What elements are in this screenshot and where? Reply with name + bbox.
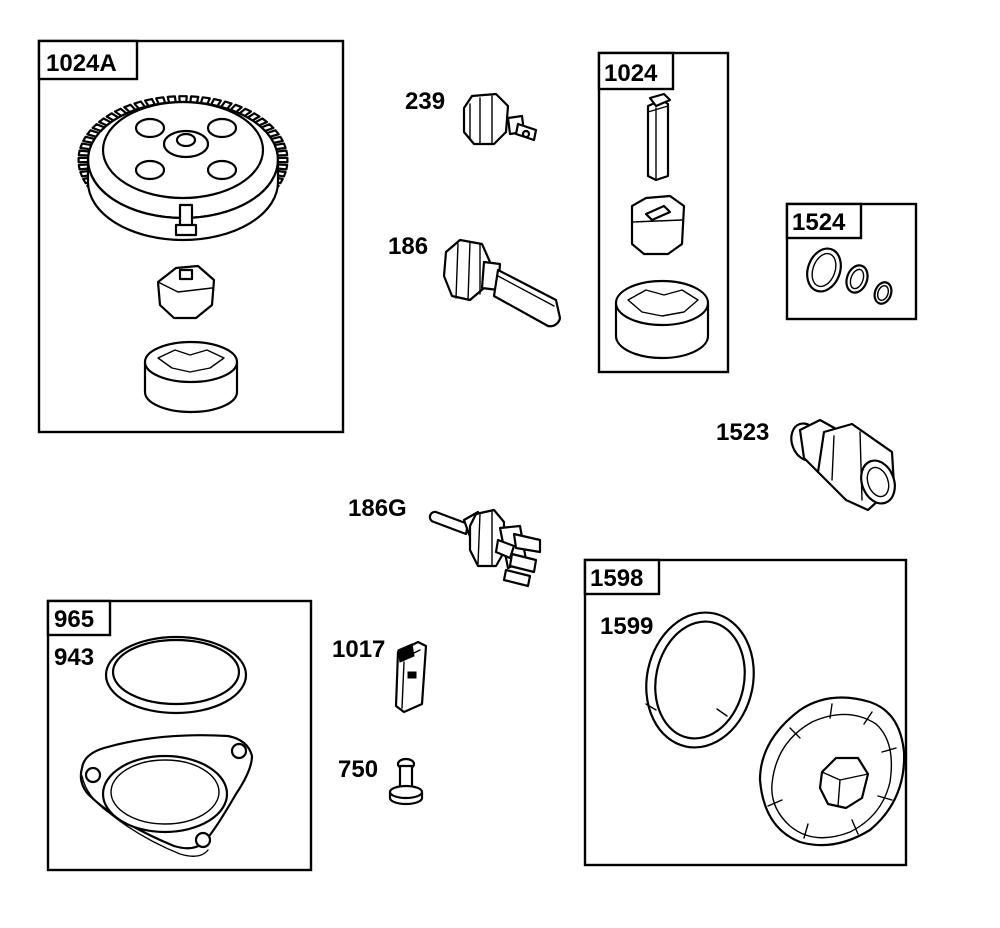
part-1017-label: 1017 <box>332 636 385 663</box>
filter-ring-1599 <box>645 611 755 749</box>
kit-1524-tag <box>785 202 863 240</box>
kit-1598: 1598 1599 <box>583 558 908 867</box>
kit-1024a-label: 1024A <box>46 50 117 77</box>
outer-rotor <box>143 340 239 414</box>
kit-1524: 1524 <box>785 202 918 321</box>
gear-tooth <box>82 135 96 144</box>
o-ring-small <box>873 281 893 305</box>
part-943-label: 943 <box>54 644 94 671</box>
gear-tooth <box>77 149 91 157</box>
part-186-label: 186 <box>388 233 428 260</box>
gear-tooth <box>98 117 112 127</box>
kit-1024-label: 1024 <box>604 60 658 87</box>
gear-tooth <box>260 123 275 132</box>
gear-tooth <box>79 142 93 151</box>
gear-tooth <box>275 149 289 157</box>
kit-965: 965 943 <box>46 599 313 872</box>
part-1523: 1523 <box>716 418 896 512</box>
pump-shaft <box>646 92 672 182</box>
gear-tooth <box>270 135 284 144</box>
kit-965-box <box>46 599 313 872</box>
part-750: 750 <box>338 756 424 806</box>
part-239: 239 <box>405 88 538 146</box>
mounting-gasket <box>79 734 254 857</box>
part-1523-label: 1523 <box>716 419 769 446</box>
gear-tooth <box>91 123 106 132</box>
gear-tooth <box>238 107 253 117</box>
gear-tooth <box>266 129 280 138</box>
kit-1024a-box <box>37 39 345 434</box>
gear-tooth <box>86 129 100 138</box>
oil-pump-gear <box>77 95 289 242</box>
o-ring-medium <box>845 264 869 294</box>
gear-tooth <box>276 156 289 164</box>
part-750-label: 750 <box>338 756 378 783</box>
seal-ring-943 <box>104 635 248 715</box>
gear-tooth <box>254 117 268 127</box>
o-ring-large <box>806 247 842 293</box>
kit-1024-tag <box>597 51 675 91</box>
part-1017: 1017 <box>332 636 428 714</box>
kit-1598-box <box>583 558 908 867</box>
gear-tooth <box>273 142 287 151</box>
kit-1524-label: 1524 <box>792 209 846 236</box>
part-239-label: 239 <box>405 88 445 115</box>
part-186g-label: 186G <box>348 495 407 522</box>
kit-1598-label: 1598 <box>590 565 643 592</box>
part-186g: 186G <box>348 495 542 588</box>
kit-965-tag <box>46 599 112 637</box>
gear-tooth <box>229 103 243 114</box>
kit-1024a: 1024A <box>37 39 345 434</box>
part-186: 186 <box>388 233 562 328</box>
kit-1024: 1024 <box>597 51 730 374</box>
filter-cap <box>758 696 906 847</box>
gear-tooth <box>77 156 90 164</box>
gear-tooth <box>113 107 128 117</box>
gear-tooth <box>105 112 120 122</box>
part-1599-label: 1599 <box>600 613 653 640</box>
pump-inner-rotor <box>630 194 686 256</box>
kit-1024a-tag <box>37 39 139 81</box>
gear-tooth <box>123 103 137 114</box>
kit-1598-tag <box>583 558 661 596</box>
pump-outer-rotor <box>614 279 710 360</box>
kit-965-label: 965 <box>54 606 94 633</box>
inner-rotor <box>156 264 216 320</box>
gear-tooth <box>246 112 261 122</box>
